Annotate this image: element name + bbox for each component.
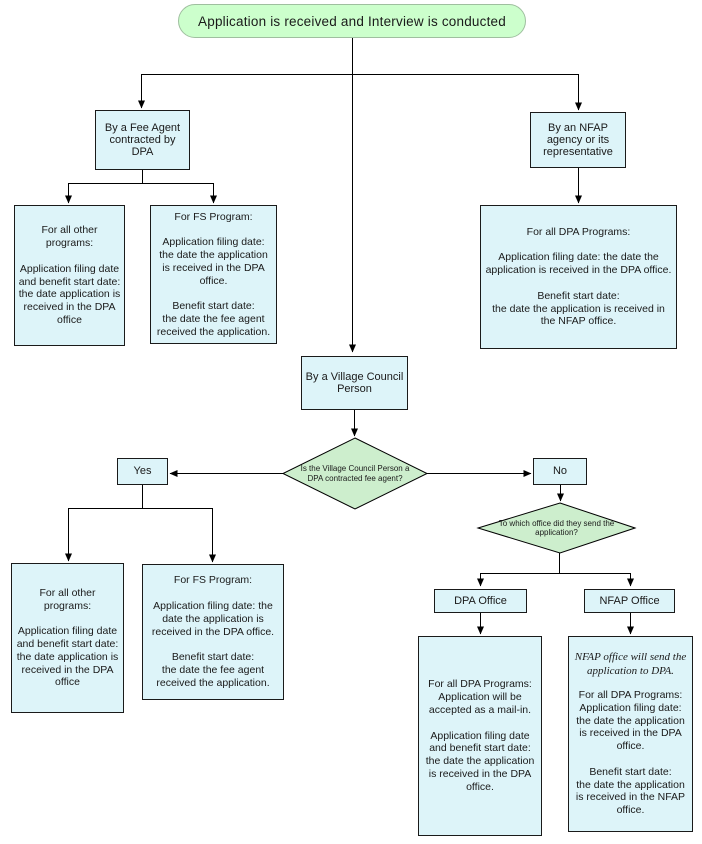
dpa-office-node: DPA Office	[434, 589, 527, 613]
decision-1-question: Is the Village Council Person a DPA cont…	[300, 464, 410, 483]
fee-agent-other-programs-box: For all other programs: Application fili…	[14, 205, 125, 346]
decision-2-question: To which office did they send the applic…	[498, 518, 615, 537]
nfap-forward-detail: For all DPA Programs: Application filing…	[575, 688, 686, 817]
dpa-office-mailin-box: For all DPA Programs: Application will b…	[418, 636, 542, 836]
fee-agent-node: By a Fee Agent contracted by DPA	[95, 110, 190, 170]
no-node: No	[533, 458, 587, 485]
nfap-office-node: NFAP Office	[584, 589, 675, 613]
nfap-agency-dpa-programs-box: For all DPA Programs: Application filing…	[480, 205, 677, 349]
village-council-node: By a Village Council Person	[301, 356, 408, 410]
start-node: Application is received and Interview is…	[178, 4, 526, 38]
nfap-forward-note: NFAP office will send the application to…	[574, 651, 687, 677]
yes-node: Yes	[117, 458, 168, 485]
yes-other-programs-box: For all other programs: Application fili…	[11, 563, 124, 713]
nfap-office-forward-box: NFAP office will send the application to…	[568, 636, 693, 832]
fee-agent-fs-program-box: For FS Program: Application filing date:…	[150, 205, 277, 344]
nfap-agency-node: By an NFAP agency or its representative	[530, 112, 626, 168]
yes-fs-program-box: For FS Program: Application filing date:…	[142, 564, 284, 700]
